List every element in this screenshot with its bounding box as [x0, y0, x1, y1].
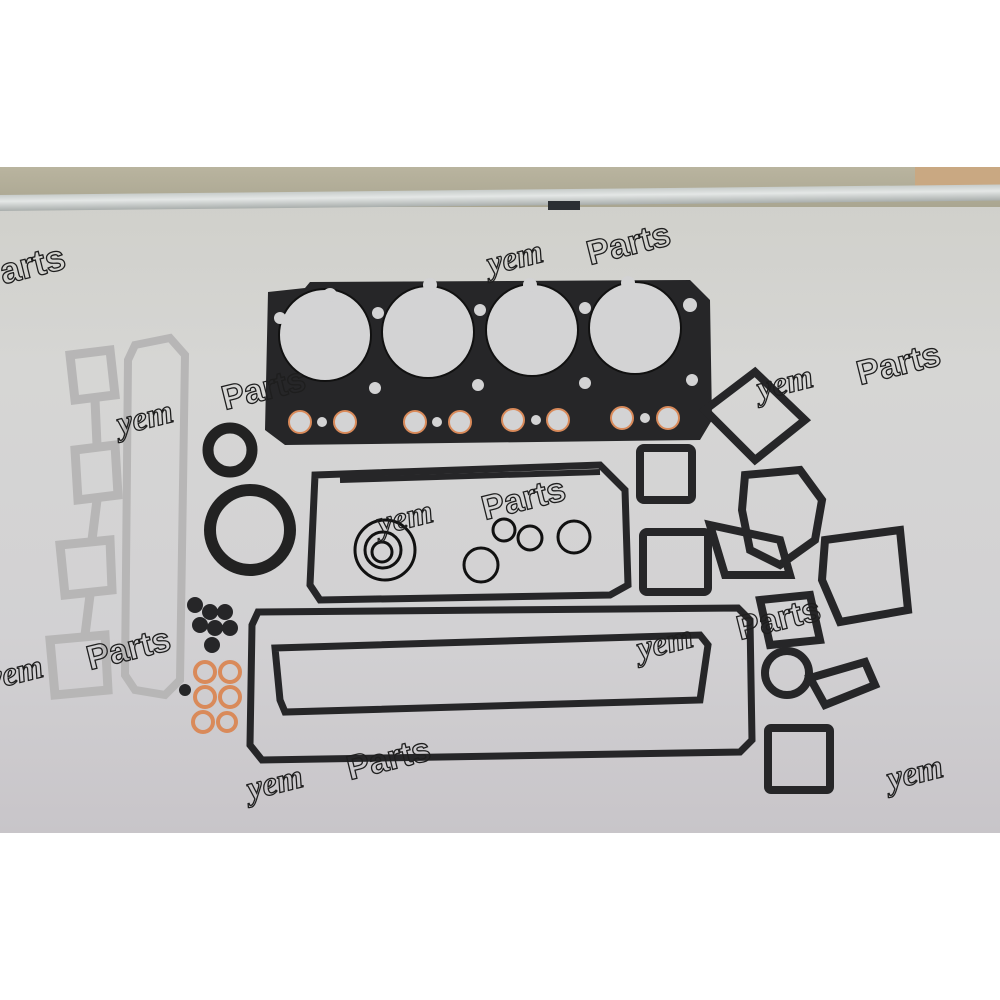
- svg-text:yem: yem: [629, 618, 697, 669]
- o-rings: [353, 517, 592, 584]
- copper-washers: [191, 660, 242, 734]
- watermark-text: Parts: [0, 236, 69, 298]
- svg-text:Parts: Parts: [853, 335, 945, 392]
- rocker-cover-gasket: [120, 333, 190, 700]
- oil-pan-gasket: [246, 604, 756, 764]
- cylinder-head-gasket: [265, 276, 712, 445]
- svg-text:yem: yem: [109, 393, 177, 444]
- svg-text:yem: yem: [239, 758, 307, 809]
- exhaust-manifold-gasket: [45, 344, 123, 700]
- valve-stem-seals: [179, 597, 238, 696]
- svg-text:Parts: Parts: [583, 215, 675, 272]
- timing-cover-gasket: [306, 461, 632, 604]
- svg-text:yem: yem: [479, 233, 547, 284]
- svg-text:yem: yem: [879, 748, 947, 799]
- oil-seals: [202, 422, 296, 576]
- svg-text:Parts: Parts: [478, 470, 570, 527]
- svg-text:yem: yem: [749, 358, 817, 409]
- small-flange-gaskets: [636, 366, 913, 794]
- gasket-kit-illustration: Parts yem Parts yem Parts yem Parts yem …: [0, 215, 948, 810]
- product-photo: Parts yem Parts yem Parts yem Parts yem …: [0, 167, 1000, 833]
- svg-text:Parts: Parts: [343, 730, 435, 787]
- svg-text:yem: yem: [369, 493, 437, 544]
- svg-text:yem: yem: [0, 648, 47, 699]
- eraser-label: [548, 201, 580, 210]
